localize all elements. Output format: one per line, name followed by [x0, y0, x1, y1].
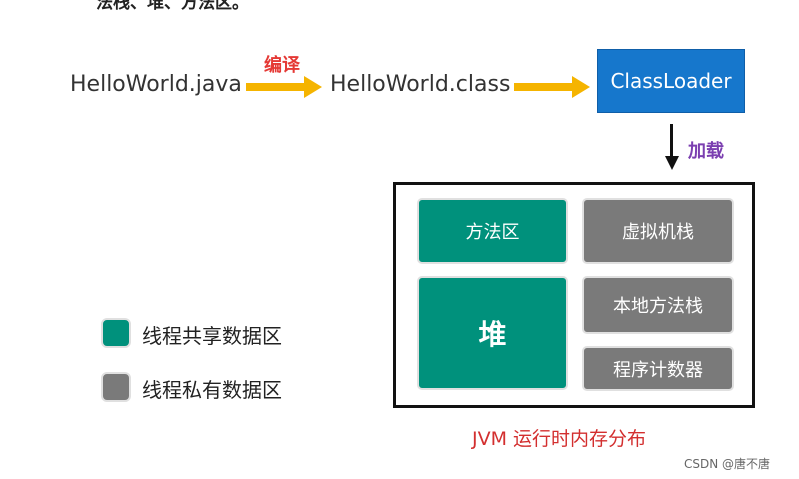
- legend-shared-swatch: [101, 318, 131, 348]
- classload-arrow: [514, 76, 590, 98]
- program-counter-block: 程序计数器: [582, 346, 734, 391]
- compile-label: 编译: [264, 55, 300, 76]
- method-area-block: 方法区: [417, 198, 568, 264]
- jvm-caption: JVM 运行时内存分布: [472, 428, 647, 450]
- class-file-label: HelloWorld.class: [330, 72, 511, 97]
- load-label: 加载: [688, 141, 724, 162]
- header-text: 法栈、堆、方法区。: [96, 0, 249, 13]
- watermark: CSDN @唐不唐: [684, 457, 771, 471]
- source-file-label: HelloWorld.java: [70, 72, 242, 97]
- heap-block: 堆: [417, 276, 568, 390]
- legend-private-label: 线程私有数据区: [142, 378, 282, 402]
- classloader-box: ClassLoader: [597, 49, 745, 113]
- native-method-stack-block: 本地方法栈: [582, 276, 734, 334]
- load-arrow: [665, 124, 679, 170]
- vm-stack-block: 虚拟机栈: [582, 198, 734, 264]
- jvm-runtime-box: 方法区 虚拟机栈 堆 本地方法栈 程序计数器: [393, 182, 755, 408]
- legend-private-swatch: [101, 372, 131, 402]
- compile-arrow: [246, 76, 322, 98]
- legend-shared-label: 线程共享数据区: [142, 324, 282, 348]
